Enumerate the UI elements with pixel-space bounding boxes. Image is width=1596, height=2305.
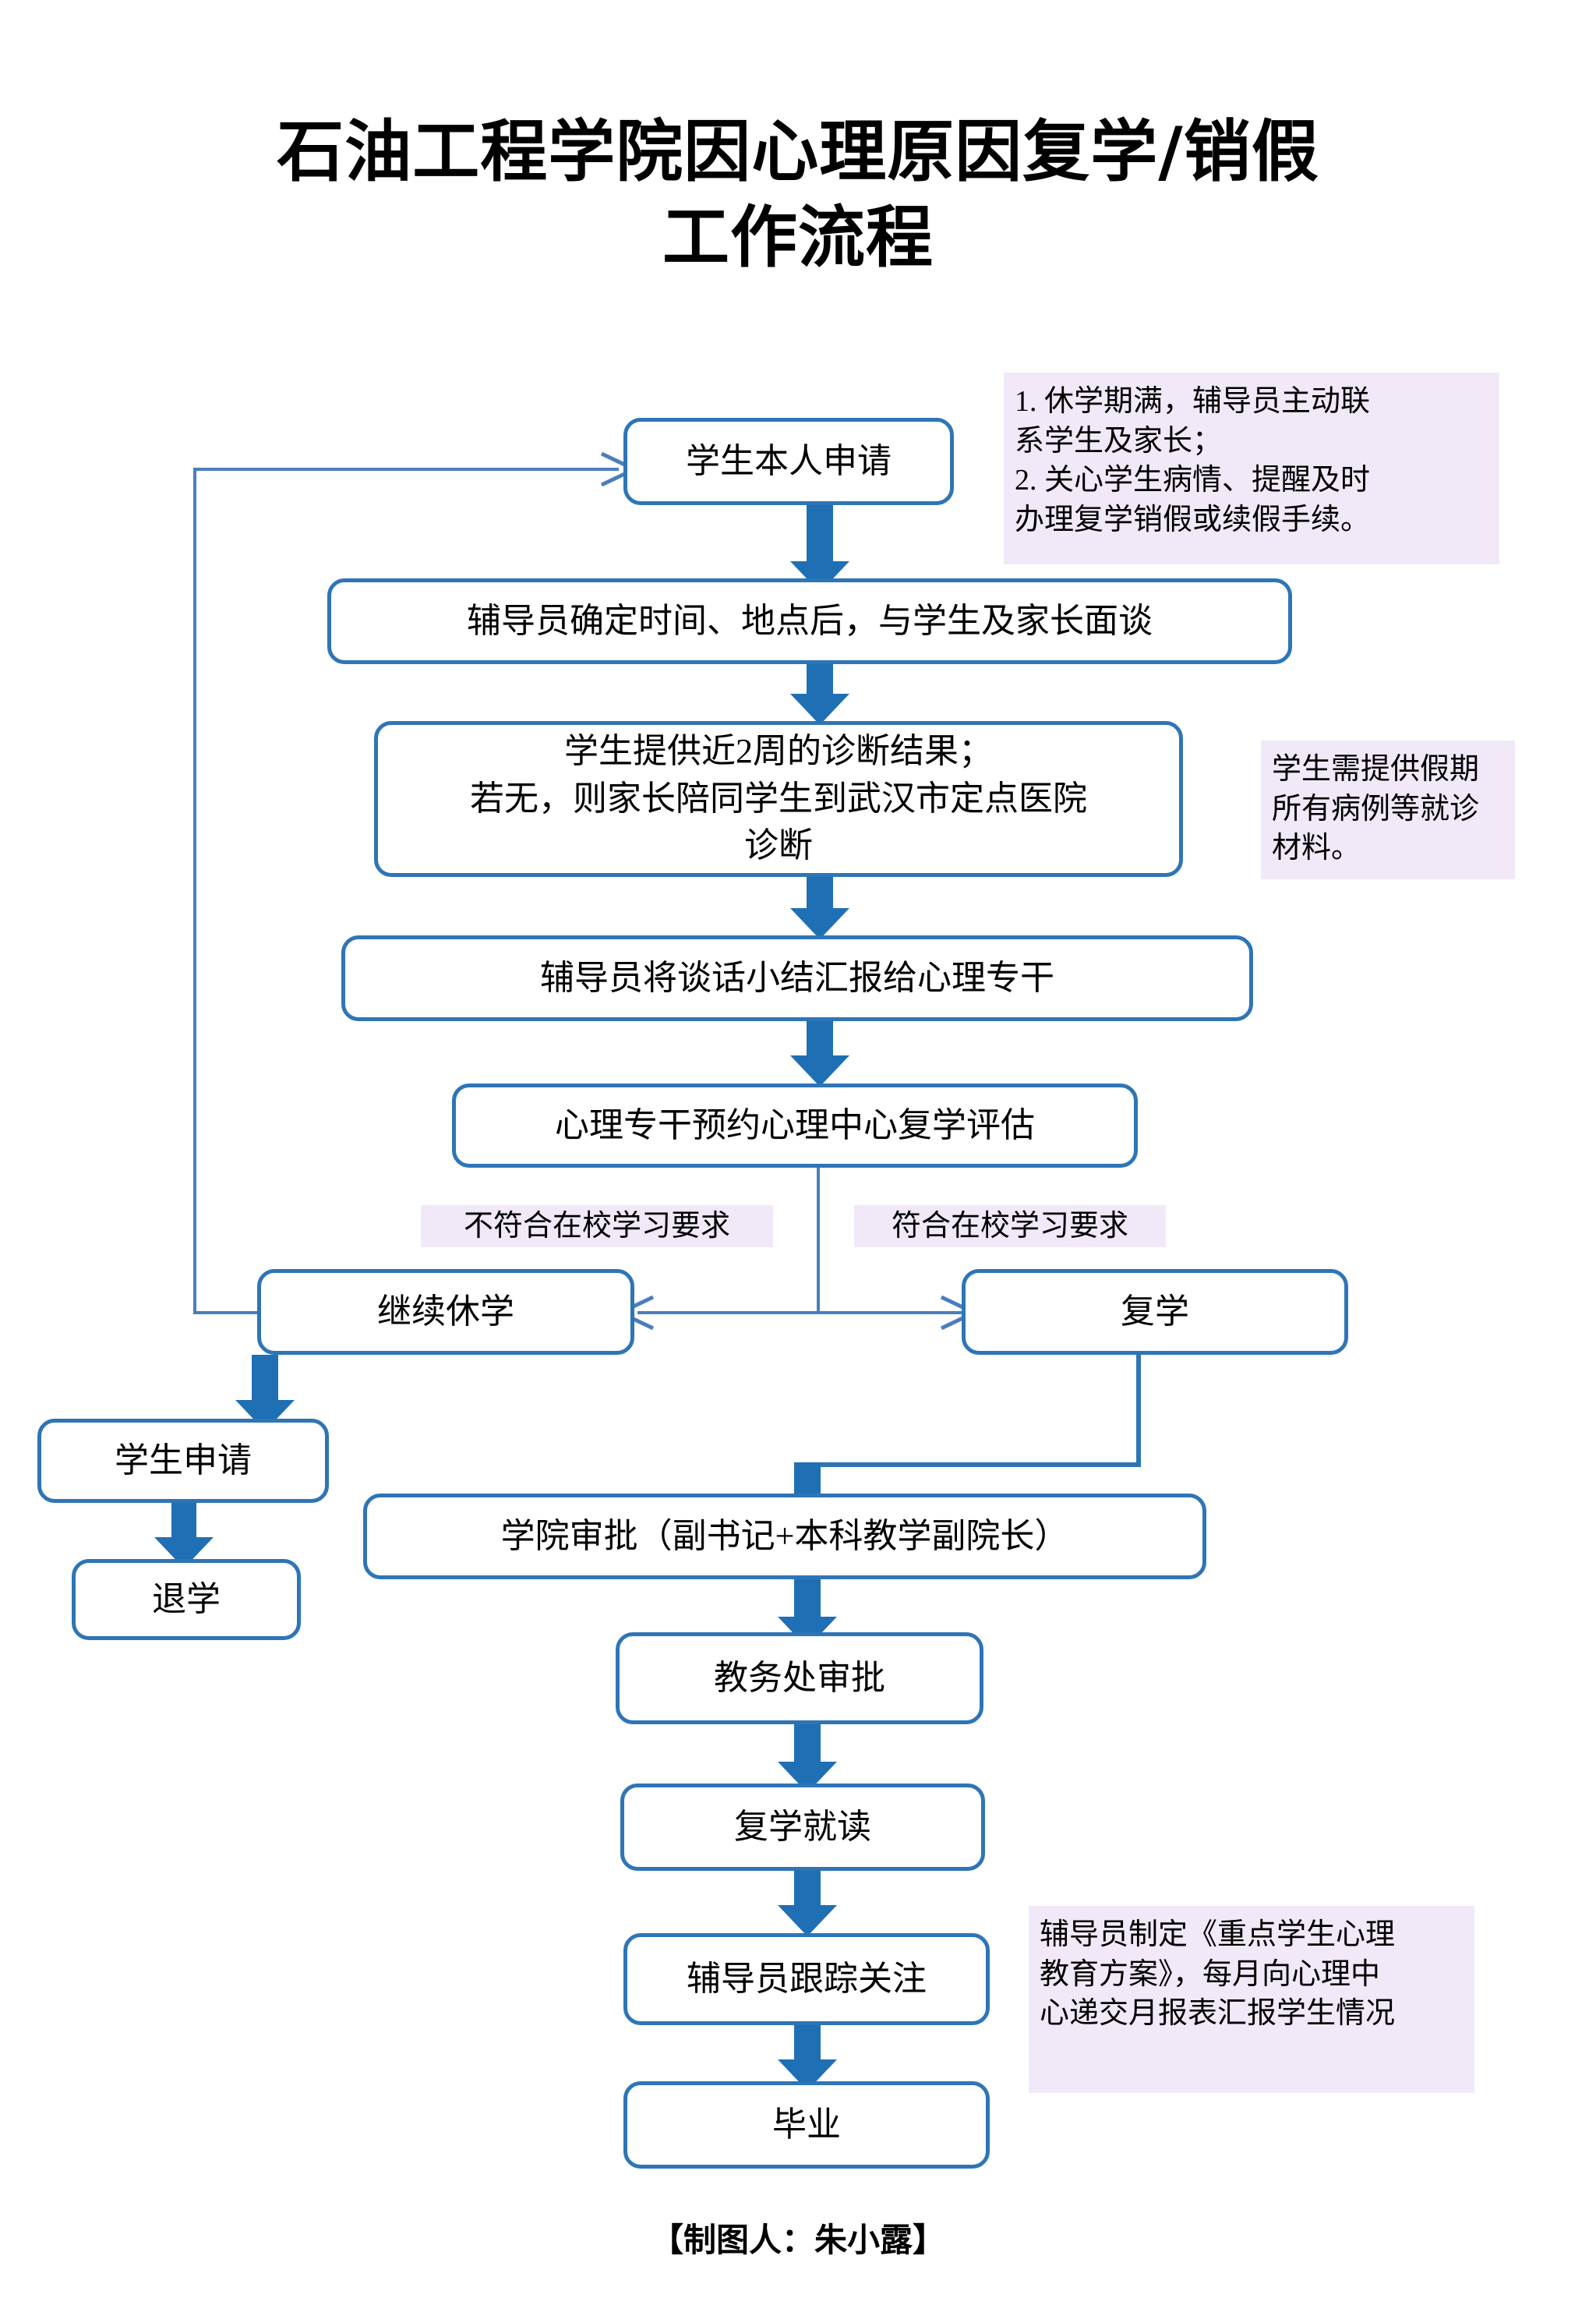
branch-left-line	[637, 1311, 818, 1314]
node-counselor-interview[interactable]: 辅导员确定时间、地点后，与学生及家长面谈	[327, 578, 1292, 664]
author-credit: 【制图人：朱小露】	[650, 2221, 945, 2259]
note-top-right: 1. 休学期满，辅导员主动联 系学生及家长； 2. 关心学生病情、提醒及时 办理…	[1004, 373, 1499, 564]
arrow-report-to-evaluation	[789, 1021, 851, 1087]
resume-down-line	[1136, 1355, 1141, 1465]
branch-label-qualified: 符合在校学习要求	[854, 1205, 1166, 1247]
arrow-resume-to-followup	[776, 1871, 839, 1936]
node-report-to-specialist[interactable]: 辅导员将谈话小结汇报给心理专干	[341, 935, 1253, 1021]
loopback-vertical-line	[193, 468, 196, 1314]
arrow-interview-to-diagnosis	[789, 664, 851, 725]
loopback-bottom-line	[193, 1311, 259, 1314]
node-graduation[interactable]: 毕业	[623, 2081, 990, 2169]
node-college-approval[interactable]: 学院审批（副书记+本科教学副院长）	[363, 1494, 1206, 1579]
node-resume-study[interactable]: 复学	[962, 1269, 1348, 1355]
node-center-evaluation[interactable]: 心理专干预约心理中心复学评估	[452, 1084, 1138, 1168]
arrow-application-to-interview	[789, 505, 851, 592]
branch-label-not-qualified: 不符合在校学习要求	[421, 1205, 773, 1247]
branch-stem-line	[817, 1168, 820, 1313]
branch-right-line	[817, 1311, 962, 1314]
note-materials: 学生需提供假期 所有病例等就诊 材料。	[1261, 741, 1515, 879]
node-academic-affairs-approval[interactable]: 教务处审批	[616, 1632, 983, 1724]
node-student-application[interactable]: 学生本人申请	[623, 418, 954, 505]
resume-left-line	[803, 1462, 1141, 1467]
arrow-academic-to-resume-enrollment	[776, 1724, 839, 1793]
node-counselor-followup[interactable]: 辅导员跟踪关注	[623, 1933, 990, 2025]
node-diagnosis[interactable]: 学生提供近2周的诊断结果； 若无，则家长陪同学生到武汉市定点医院 诊断	[374, 721, 1183, 877]
page-title: 石油工程学院因心理原因复学/销假 工作流程	[277, 113, 1319, 278]
note-followup: 辅导员制定《重点学生心理 教育方案》，每月向心理中 心递交月报表汇报学生情况	[1029, 1906, 1474, 2093]
node-resume-enrollment[interactable]: 复学就读	[620, 1784, 985, 1871]
node-continue-leave[interactable]: 继续休学	[257, 1269, 634, 1355]
loopback-top-line	[193, 468, 619, 471]
arrow-diagnosis-to-report	[789, 877, 851, 939]
node-student-request[interactable]: 学生申请	[37, 1419, 329, 1503]
node-withdraw[interactable]: 退学	[72, 1559, 301, 1640]
